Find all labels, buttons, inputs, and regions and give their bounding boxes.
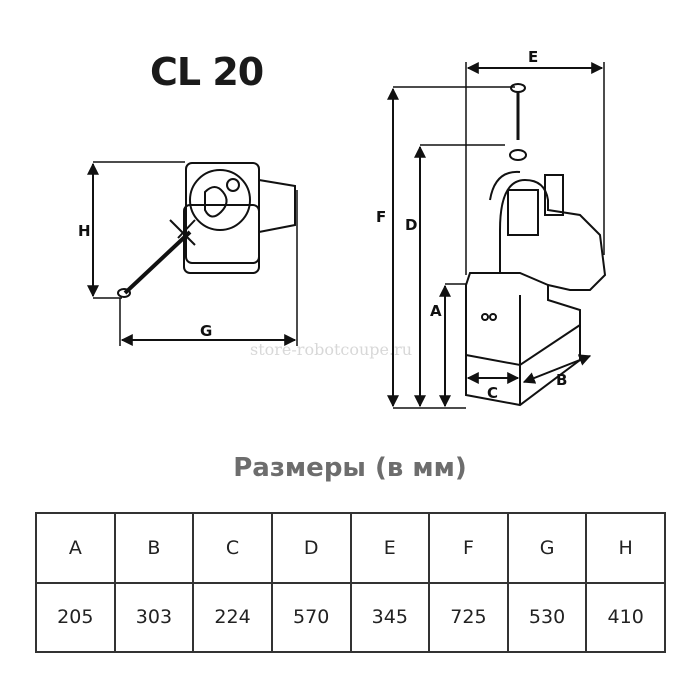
table-cell: 205	[35, 581, 116, 653]
dimensions-table: A B C D E F G H 205 303 224 570 345 725 …	[35, 512, 666, 653]
table-header-row: A B C D E F G H	[35, 512, 666, 584]
label-b: B	[556, 371, 567, 389]
dimension-b-arrow	[522, 354, 592, 384]
table-header-cell: H	[585, 512, 666, 584]
table-cell: 224	[192, 581, 273, 653]
table-cell: 725	[428, 581, 509, 653]
label-c: C	[487, 384, 498, 402]
model-title: CL 20	[150, 50, 264, 94]
table-cell: 530	[506, 581, 588, 653]
table-row: 205 303 224 570 345 725 530 410	[35, 581, 666, 653]
side-view-drawing	[465, 83, 607, 407]
label-g: G	[200, 322, 212, 340]
top-view-drawing	[117, 162, 296, 298]
label-h: H	[78, 222, 91, 240]
table-cell: 570	[270, 581, 352, 653]
table-header-cell: E	[349, 512, 431, 584]
table-header-cell: A	[35, 512, 116, 584]
label-f: F	[376, 208, 386, 226]
label-e: E	[528, 48, 538, 66]
label-a: A	[430, 302, 442, 320]
table-cell: 303	[113, 581, 195, 653]
table-header-cell: D	[270, 512, 352, 584]
table-header-cell: C	[192, 512, 273, 584]
table-header-cell: B	[113, 512, 195, 584]
dimension-diagram: store-robotcoupe.ru H G	[78, 48, 607, 409]
watermark: store-robotcoupe.ru	[250, 340, 412, 359]
table-header-cell: F	[428, 512, 509, 584]
dimensions-heading: Размеры (в мм)	[233, 453, 467, 483]
table-header-cell: G	[506, 512, 588, 584]
table-cell: 410	[585, 581, 666, 653]
label-d: D	[405, 216, 417, 234]
table-cell: 345	[349, 581, 431, 653]
